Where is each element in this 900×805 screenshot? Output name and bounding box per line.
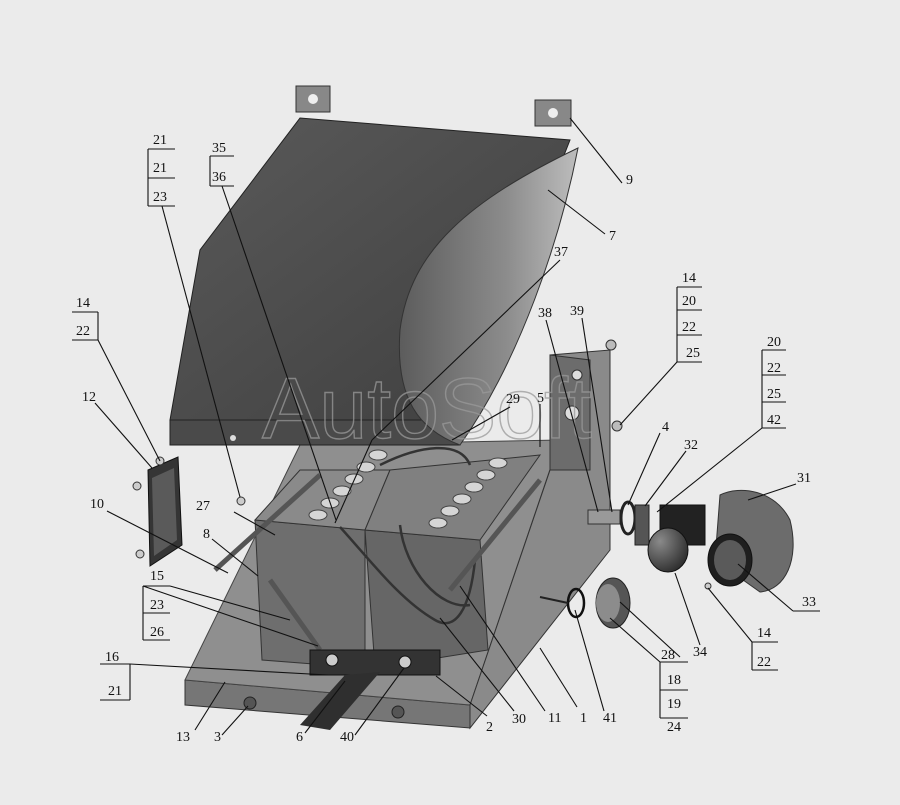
callout-26: 26 <box>150 625 164 640</box>
callout-32: 32 <box>684 438 698 453</box>
callout-3: 3 <box>214 730 221 745</box>
callout-39: 39 <box>570 304 584 319</box>
round-connector <box>539 577 631 629</box>
callout-14: 14 <box>76 296 90 311</box>
callout-1: 1 <box>580 711 587 726</box>
base-bolts <box>243 696 405 719</box>
callout-31: 31 <box>797 471 811 486</box>
callout-22: 22 <box>682 320 696 335</box>
callout-20: 20 <box>767 335 781 350</box>
terminal-block <box>300 649 441 730</box>
battery-right <box>364 454 542 669</box>
cover-plate <box>132 456 246 567</box>
battery-cables <box>339 446 477 625</box>
callout-34: 34 <box>693 645 707 660</box>
callout-12: 12 <box>82 390 96 405</box>
callout-15: 15 <box>150 569 164 584</box>
callout-27: 27 <box>196 499 210 514</box>
callout-28: 28 <box>661 648 675 663</box>
callout-40: 40 <box>340 730 354 745</box>
callout-19: 19 <box>667 697 681 712</box>
callout-21: 21 <box>108 684 122 699</box>
callout-21: 21 <box>153 133 167 148</box>
callout-11: 11 <box>548 711 561 726</box>
callout-38: 38 <box>538 306 552 321</box>
callout-23: 23 <box>150 598 164 613</box>
callout-7: 7 <box>609 229 616 244</box>
callout-4: 4 <box>662 420 669 435</box>
callout-9: 9 <box>626 173 633 188</box>
callout-labels: 21 21 23 35 36 9 7 37 14 20 22 25 20 22 … <box>76 133 816 745</box>
callout-20: 20 <box>682 294 696 309</box>
callout-22: 22 <box>76 324 90 339</box>
callout-6: 6 <box>296 730 303 745</box>
callout-22: 22 <box>767 361 781 376</box>
callout-25: 25 <box>686 346 700 361</box>
hold-down-bars <box>213 473 542 652</box>
callout-10: 10 <box>90 497 104 512</box>
switch-cover <box>704 489 794 593</box>
callout-18: 18 <box>667 673 681 688</box>
callout-14: 14 <box>682 271 696 286</box>
callout-36: 36 <box>212 170 226 185</box>
watermark: AutoSoft <box>262 361 592 457</box>
callout-30: 30 <box>512 712 526 727</box>
callout-23: 23 <box>153 190 167 205</box>
callout-21: 21 <box>153 161 167 176</box>
callout-5: 5 <box>537 391 544 406</box>
callout-42: 42 <box>767 413 781 428</box>
switch-mount <box>587 339 706 573</box>
callout-8: 8 <box>203 527 210 542</box>
callout-35: 35 <box>212 141 226 156</box>
callout-14: 14 <box>757 626 771 641</box>
callout-2: 2 <box>486 720 493 735</box>
callout-13: 13 <box>176 730 190 745</box>
callout-24: 24 <box>667 720 681 735</box>
callout-29: 29 <box>506 392 520 407</box>
callout-16: 16 <box>105 650 119 665</box>
callout-41: 41 <box>603 711 617 726</box>
callout-33: 33 <box>802 595 816 610</box>
callout-25: 25 <box>767 387 781 402</box>
callout-37: 37 <box>554 245 568 260</box>
leader-lines <box>72 117 820 736</box>
callout-22: 22 <box>757 655 771 670</box>
